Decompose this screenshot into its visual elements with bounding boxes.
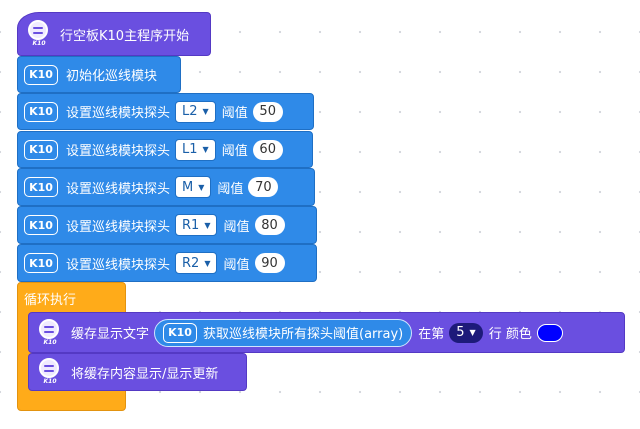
loop-label: 循环执行	[24, 293, 77, 308]
set-probe-label: 设置巡线模块探头	[66, 219, 171, 235]
probe-dropdown[interactable]: M ▼	[175, 176, 212, 198]
threshold-label: 阈值	[223, 219, 250, 235]
dropdown-caret-icon: ▼	[202, 145, 209, 154]
unihiker-logo-icon: K10	[37, 318, 63, 347]
threshold-input[interactable]: 50	[252, 101, 283, 122]
k10-board-icon: K10	[24, 139, 58, 160]
set-probe-label: 设置巡线模块探头	[66, 181, 171, 197]
refresh-label: 将缓存内容显示/显示更新	[71, 366, 219, 382]
k10-board-icon: K10	[24, 215, 58, 235]
k10-board-icon: K10	[24, 101, 58, 122]
probe-dropdown[interactable]: R1 ▼	[175, 214, 218, 236]
hat-label: 行空板K10主程序开始	[60, 28, 190, 44]
get-all-probe-thresholds-reporter[interactable]: K10 获取巡线模块所有探头阈值(array)	[154, 318, 413, 347]
color-swatch[interactable]	[536, 323, 563, 342]
init-line-module-block[interactable]: K10 初始化巡线模块	[17, 56, 181, 93]
dropdown-caret-icon: ▼	[469, 328, 476, 337]
threshold-input[interactable]: 90	[254, 253, 285, 273]
k10-board-icon: K10	[24, 253, 58, 273]
probe-dropdown[interactable]: L2 ▼	[175, 100, 216, 123]
cache-text-label: 缓存显示文字	[71, 327, 150, 342]
dropdown-caret-icon: ▼	[198, 182, 205, 192]
dropdown-caret-icon: ▼	[204, 258, 211, 268]
threshold-input[interactable]: 80	[254, 215, 285, 235]
set-probe-label: 设置巡线模块探头	[66, 257, 171, 273]
dropdown-caret-icon: ▼	[204, 220, 211, 230]
k10-board-icon: K10	[163, 322, 198, 343]
show-cache-refresh-block[interactable]: K10 将缓存内容显示/显示更新	[28, 353, 247, 391]
set-probe-block-l1[interactable]: K10 设置巡线模块探头 L1 ▼ 阈值 60	[17, 131, 313, 168]
threshold-label: 阈值	[223, 257, 250, 273]
dropdown-caret-icon: ▼	[202, 107, 209, 116]
probe-dropdown[interactable]: L1 ▼	[175, 138, 216, 161]
k10-main-program-start-block[interactable]: K10 行空板K10主程序开始	[17, 12, 211, 56]
set-probe-block-m[interactable]: K10 设置巡线模块探头 M ▼ 阈值 70	[17, 168, 315, 206]
set-probe-label: 设置巡线模块探头	[66, 106, 171, 121]
at-row-label: 在第	[418, 327, 445, 342]
set-probe-label: 设置巡线模块探头	[66, 144, 171, 159]
unihiker-logo-icon: K10	[26, 20, 52, 48]
set-probe-block-r2[interactable]: K10 设置巡线模块探头 R2 ▼ 阈值 90	[17, 244, 317, 282]
threshold-label: 阈值	[221, 144, 248, 159]
init-label: 初始化巡线模块	[66, 69, 158, 84]
set-probe-block-l2[interactable]: K10 设置巡线模块探头 L2 ▼ 阈值 50	[17, 93, 314, 130]
threshold-input[interactable]: 70	[248, 177, 279, 197]
threshold-label: 阈值	[217, 181, 244, 197]
reporter-label: 获取巡线模块所有探头阈值(array)	[203, 327, 404, 342]
k10-board-icon: K10	[24, 177, 58, 197]
k10-board-icon: K10	[24, 64, 58, 85]
set-probe-block-r1[interactable]: K10 设置巡线模块探头 R1 ▼ 阈值 80	[17, 206, 317, 244]
cache-display-text-block[interactable]: K10 缓存显示文字 K10 获取巡线模块所有探头阈值(array) 在第 5 …	[28, 312, 625, 353]
unihiker-logo-icon: K10	[37, 358, 63, 386]
row-color-label: 行 颜色	[488, 327, 532, 342]
probe-dropdown[interactable]: R2 ▼	[175, 252, 218, 274]
threshold-label: 阈值	[221, 106, 248, 121]
threshold-input[interactable]: 60	[252, 139, 283, 160]
row-dropdown[interactable]: 5 ▼	[449, 322, 483, 343]
